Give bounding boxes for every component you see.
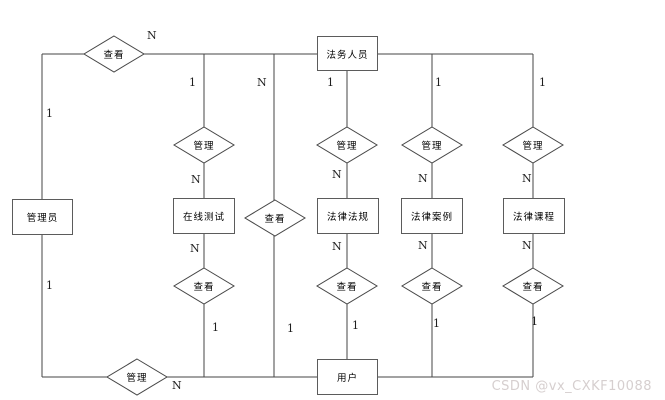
relationship-label: 查看 [522, 282, 544, 293]
relationship-label: 管理 [421, 141, 443, 152]
relationship-manage-cases: 管理 [401, 126, 463, 164]
cardinality-label: N [172, 379, 182, 392]
relationship-label: 查看 [336, 282, 358, 293]
relationship-view-mid: 查看 [244, 199, 306, 237]
entity-cases: 法律案例 [401, 198, 463, 234]
entity-label: 法律课程 [512, 212, 555, 223]
relationship-manage-laws: 管理 [316, 126, 378, 164]
cardinality-label: N [191, 173, 201, 186]
entity-online-test: 在线测试 [173, 198, 235, 234]
cardinality-label: N [190, 242, 200, 255]
relationship-view-test: 查看 [173, 267, 235, 305]
entity-laws: 法律法规 [317, 198, 379, 234]
entity-admin: 管理员 [12, 199, 73, 235]
entity-legal-staff: 法务人员 [317, 36, 378, 71]
cardinality-label: N [332, 168, 342, 181]
cardinality-label: 1 [287, 322, 294, 335]
diamond-shape-icon [401, 126, 463, 164]
cardinality-label: 1 [46, 107, 53, 120]
entity-label: 法务人员 [326, 49, 369, 61]
cardinality-label: 1 [212, 321, 219, 334]
cardinality-label: 1 [531, 315, 538, 328]
cardinality-label: 1 [435, 76, 442, 89]
relationship-view-top: 查看 [83, 35, 145, 73]
cardinality-label: 1 [189, 76, 196, 89]
cardinality-label: N [257, 76, 267, 89]
watermark: CSDN @vx_CXKF10088 [491, 379, 652, 394]
entity-label: 在线测试 [182, 212, 225, 223]
diamond-shape-icon [502, 126, 564, 164]
entity-user: 用户 [317, 359, 378, 395]
cardinality-label: 1 [46, 279, 53, 292]
cardinality-label: 1 [327, 76, 334, 89]
relationship-view-courses: 查看 [502, 267, 564, 305]
cardinality-label: N [332, 240, 342, 253]
diamond-shape-icon [401, 267, 463, 305]
relationship-label: 管理 [336, 141, 358, 152]
cardinality-label: 1 [539, 76, 546, 89]
relationship-label: 查看 [193, 282, 215, 293]
diamond-shape-icon [316, 126, 378, 164]
diamond-shape-icon [316, 267, 378, 305]
diamond-shape-icon [502, 267, 564, 305]
cardinality-label: N [522, 172, 532, 185]
entity-label: 用户 [336, 373, 358, 384]
relationship-label: 管理 [522, 141, 544, 152]
diamond-shape-icon [173, 126, 235, 164]
diamond-shape-icon [173, 267, 235, 305]
relationship-view-laws: 查看 [316, 267, 378, 305]
relationship-manage-courses: 管理 [502, 126, 564, 164]
cardinality-label: N [147, 29, 157, 42]
relationship-label: 查看 [103, 50, 125, 61]
entity-label: 法律案例 [410, 212, 453, 223]
diamond-shape-icon [244, 199, 306, 237]
cardinality-label: 1 [433, 317, 440, 330]
cardinality-label: N [522, 239, 532, 252]
relationship-label: 查看 [264, 214, 286, 225]
relationship-label: 管理 [126, 373, 148, 384]
relationship-view-cases: 查看 [401, 267, 463, 305]
entity-courses: 法律课程 [503, 198, 565, 234]
diamond-shape-icon [106, 358, 168, 396]
cardinality-label: N [418, 172, 428, 185]
relationship-manage-test: 管理 [173, 126, 235, 164]
entity-label: 法律法规 [326, 212, 369, 223]
relationship-manage-bottom: 管理 [106, 358, 168, 396]
cardinality-label: 1 [352, 319, 359, 332]
relationship-label: 管理 [193, 141, 215, 152]
cardinality-label: N [418, 239, 428, 252]
relationship-label: 查看 [421, 282, 443, 293]
diamond-shape-icon [83, 35, 145, 73]
entity-label: 管理员 [26, 213, 59, 224]
